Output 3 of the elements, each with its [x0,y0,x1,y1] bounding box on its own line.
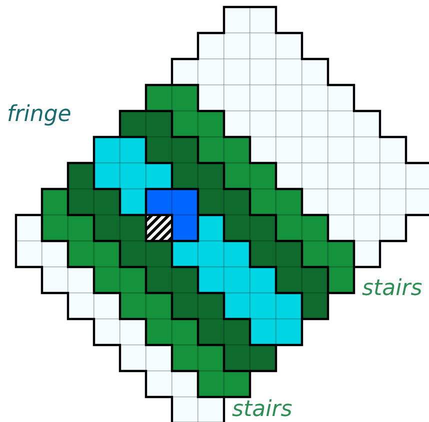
annotation-label: fringe [7,102,72,128]
annotation-label: stairs [232,397,292,422]
annotation-label: stairs [362,276,422,302]
